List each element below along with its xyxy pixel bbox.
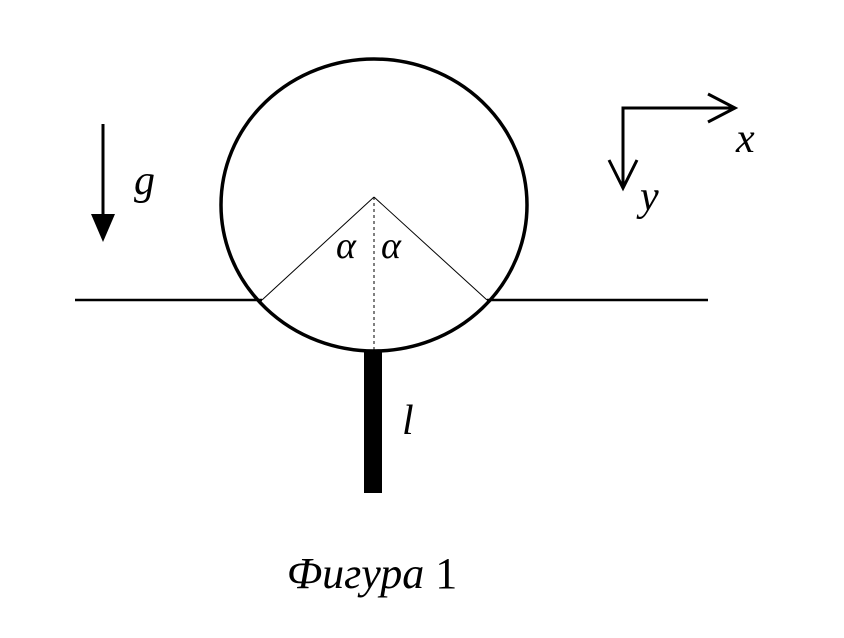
- x-axis-label: x: [735, 116, 755, 162]
- coordinate-axes-lines: [621, 106, 735, 186]
- radius-line-left: [261, 196, 375, 301]
- caption-number: 1: [435, 549, 457, 598]
- caption-space: [424, 549, 435, 598]
- rod-length-label: l: [402, 398, 414, 444]
- angle-label-left: α: [336, 225, 357, 267]
- angle-label-right: α: [381, 225, 402, 267]
- y-axis-label: y: [636, 174, 659, 220]
- radius-line-right: [373, 196, 488, 301]
- gravity-label: g: [134, 158, 155, 204]
- rod: [364, 350, 382, 493]
- gravity-arrow-head: [91, 214, 115, 242]
- y-axis-arrow-head: [607, 159, 639, 192]
- x-axis-arrow-head: [707, 92, 739, 124]
- caption-word: Фигура: [287, 549, 425, 598]
- figure-caption: Фигура 1: [287, 549, 458, 598]
